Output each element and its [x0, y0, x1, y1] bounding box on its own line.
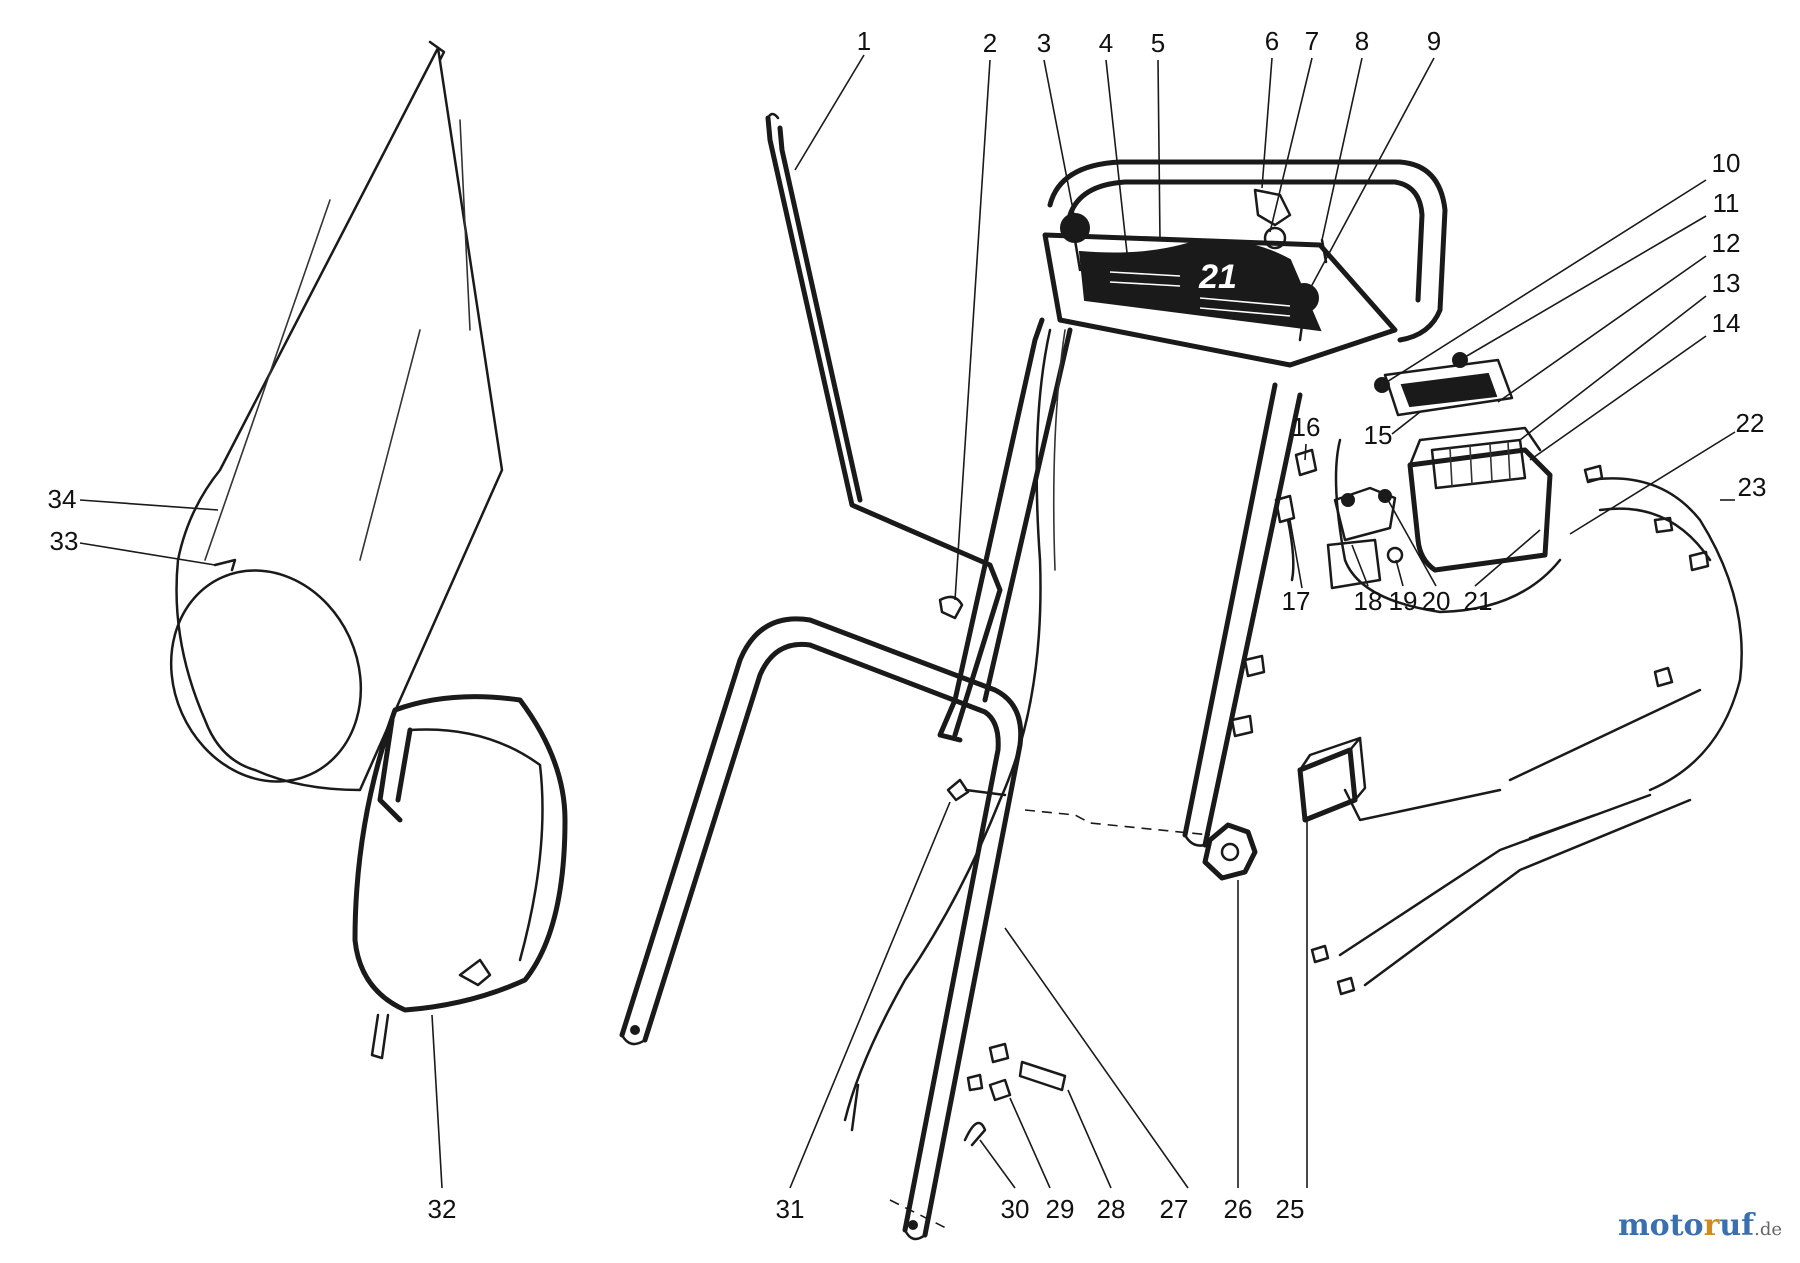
- callout-27: 27: [1160, 1194, 1189, 1224]
- callout-5: 5: [1151, 28, 1165, 58]
- bag-frame: [352, 694, 568, 1060]
- callout-19: 19: [1389, 586, 1418, 616]
- callout-7: 7: [1305, 26, 1319, 56]
- callout-18: 18: [1354, 586, 1383, 616]
- callout-22: 22: [1736, 408, 1765, 438]
- lever-knob-right: [1289, 283, 1319, 313]
- watermark-part-2: r: [1703, 1208, 1720, 1243]
- callout-15: 15: [1364, 420, 1393, 450]
- callout-20: 20: [1422, 586, 1451, 616]
- callout-3: 3: [1037, 28, 1051, 58]
- callout-9: 9: [1427, 26, 1441, 56]
- callout-25: 25: [1276, 1194, 1305, 1224]
- control-rod: [765, 112, 1003, 738]
- callout-14: 14: [1712, 308, 1741, 338]
- leader-lines: [79, 54, 1736, 1189]
- callout-16: 16: [1292, 412, 1321, 442]
- watermark-part-3: uf: [1719, 1208, 1755, 1243]
- callout-4: 4: [1099, 28, 1113, 58]
- watermark-part-1: moto: [1617, 1208, 1704, 1243]
- upper-handle: 21: [937, 159, 1448, 848]
- grass-bag: [169, 40, 504, 792]
- handle-knob: [1202, 822, 1258, 881]
- callout-13: 13: [1712, 268, 1741, 298]
- watermark-part-4: .de: [1754, 1219, 1782, 1240]
- lower-handle: [619, 616, 1024, 1241]
- callout-12: 12: [1712, 228, 1741, 258]
- callout-8: 8: [1355, 26, 1369, 56]
- callout-29: 29: [1046, 1194, 1075, 1224]
- callout-30: 30: [1001, 1194, 1030, 1224]
- callout-31: 31: [776, 1194, 805, 1224]
- callout-2: 2: [983, 28, 997, 58]
- callout-23: 23: [1738, 472, 1767, 502]
- cables: [843, 328, 1743, 1122]
- small-parts: [850, 352, 1710, 1231]
- clip-2: [938, 595, 964, 620]
- callout-10: 10: [1712, 148, 1741, 178]
- callout-17: 17: [1282, 586, 1311, 616]
- callout-34: 34: [48, 484, 77, 514]
- callout-11: 11: [1713, 188, 1740, 218]
- callout-28: 28: [1097, 1194, 1126, 1224]
- callout-1: 1: [857, 26, 871, 56]
- callout-21: 21: [1464, 586, 1493, 616]
- watermark-logo: motoruf.de: [1618, 1208, 1782, 1243]
- callout-26: 26: [1224, 1194, 1253, 1224]
- callout-33: 33: [50, 526, 79, 556]
- callout-labels: 1 2 3 4 5 6 7 8 9 10 11 12 13 14 15 16 1…: [48, 26, 1767, 1224]
- callout-6: 6: [1265, 26, 1279, 56]
- model-badge-text: 21: [1198, 258, 1237, 296]
- callout-32: 32: [428, 1194, 457, 1224]
